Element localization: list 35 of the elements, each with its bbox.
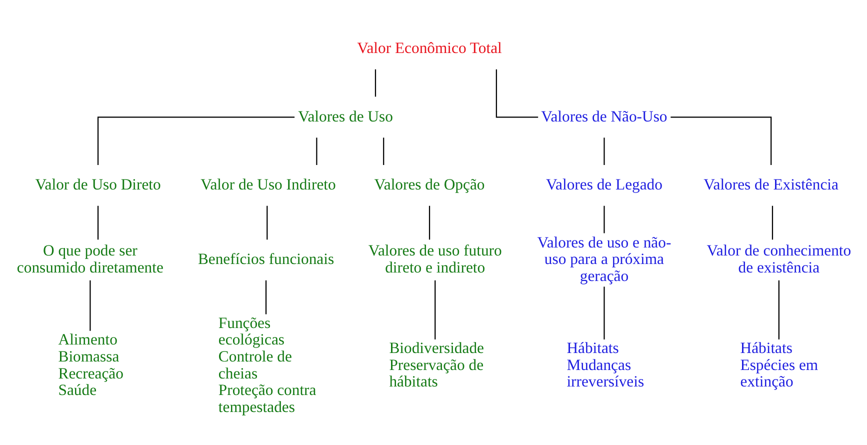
node-text: Valor Econômico Total — [356, 40, 502, 56]
connector — [382, 137, 384, 164]
connector — [89, 280, 90, 330]
node-text: Valor de Uso Indireto — [200, 176, 336, 194]
connector — [316, 137, 317, 164]
node-text: Valores de Não-Uso — [540, 108, 667, 125]
connector — [603, 137, 604, 164]
connector — [670, 116, 772, 164]
node-text: Valor de Uso Direto — [34, 176, 160, 194]
node-text: Biodiversidade Preservação de hábitats — [388, 340, 484, 390]
node-text: Alimento Biomassa Recreação Saúde — [58, 331, 123, 399]
node-text: Benefícios funcionais — [197, 250, 334, 268]
connector — [434, 280, 436, 339]
connector — [96, 205, 98, 240]
connector — [264, 280, 266, 314]
node-text: Valores de uso e não-uso para a próxima geração — [536, 234, 671, 284]
node-text: Funções ecológicas Controle de cheias Proteção contra tempestades — [218, 314, 316, 416]
connector — [374, 68, 376, 96]
node-text: Hábitats Mudanças irreversíveis — [566, 340, 644, 390]
connector — [603, 286, 604, 339]
node-text: Valores de Existência — [703, 176, 838, 194]
connector — [266, 205, 268, 240]
connector — [771, 205, 773, 240]
connector — [778, 280, 779, 339]
node-text: Valores de Opção — [374, 176, 484, 194]
node-text: Valor de conhecimento de existência — [706, 242, 851, 276]
connector — [495, 68, 538, 118]
connector — [96, 116, 294, 164]
node-text: Hábitats Espécies em extinção — [740, 340, 818, 390]
node-text: Valores de Uso — [298, 108, 392, 125]
connector — [428, 205, 430, 240]
connector — [603, 205, 604, 233]
node-text: O que pode ser consumido diretamente — [16, 242, 163, 276]
node-text: Valores de Legado — [545, 176, 662, 194]
node-text: Valores de uso futuro direto e indireto — [368, 242, 502, 276]
